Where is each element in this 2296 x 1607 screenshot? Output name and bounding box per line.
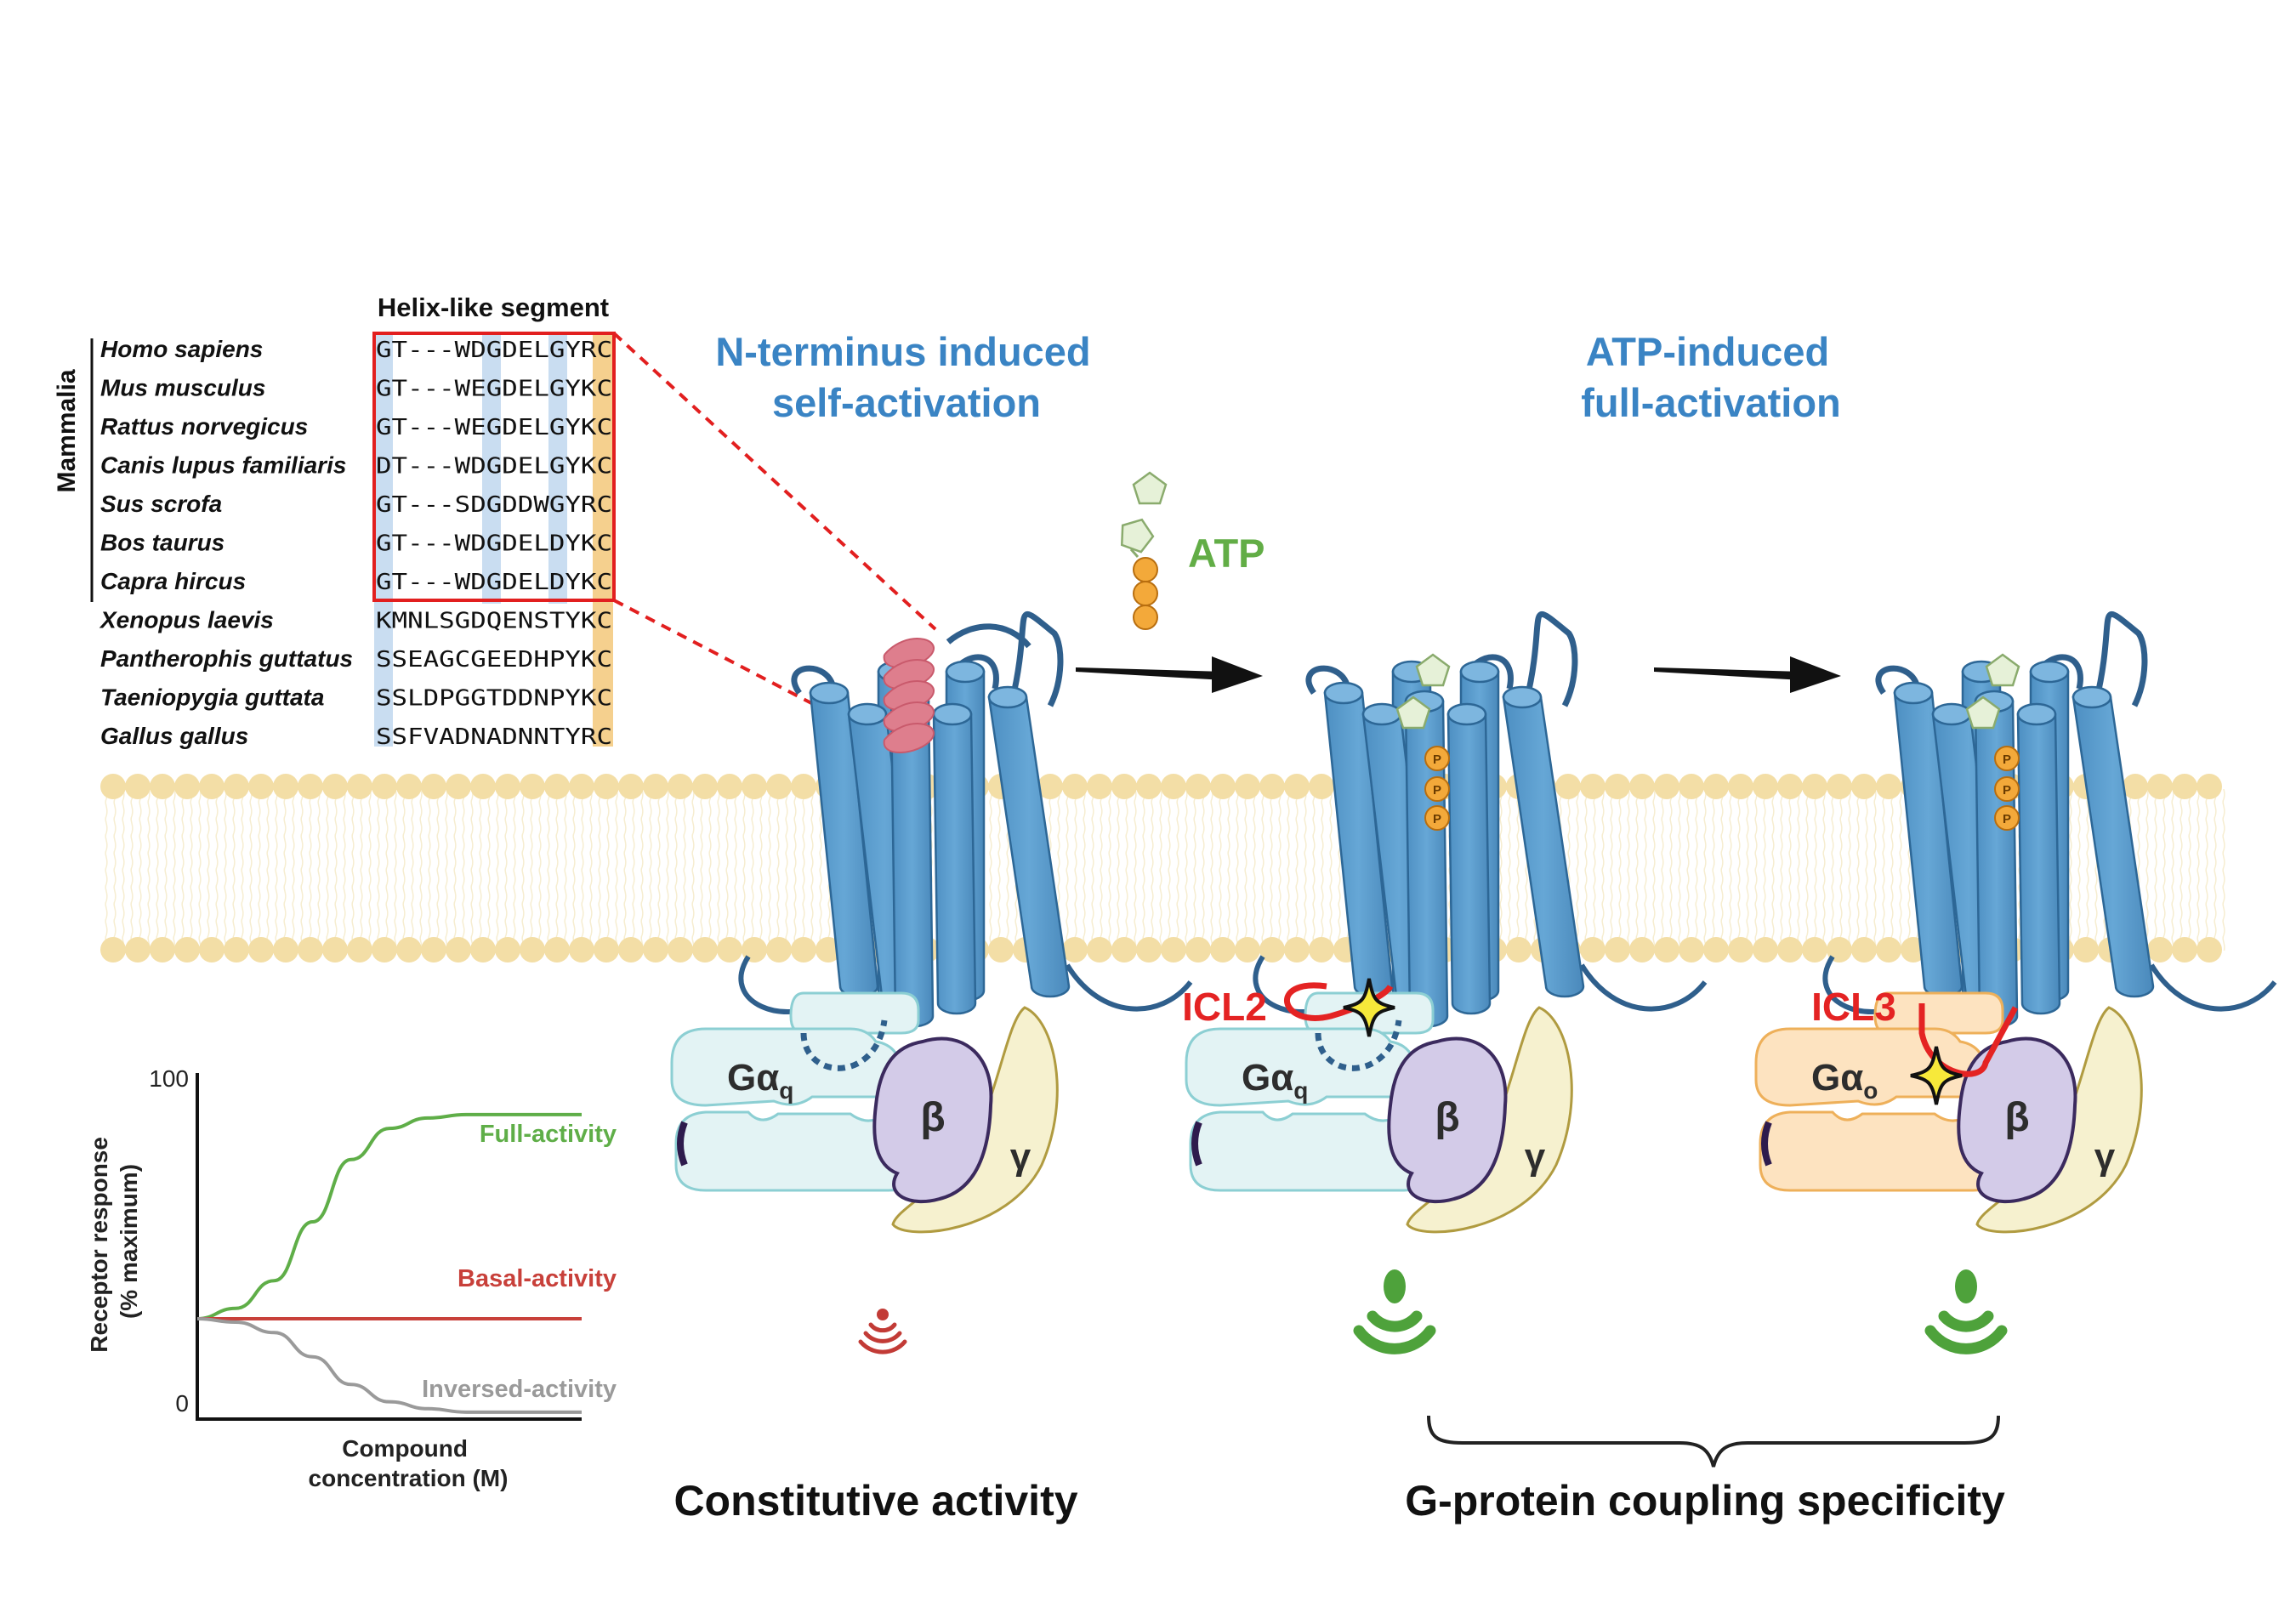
g-alpha-label: Gαo xyxy=(1811,1057,1878,1104)
coupling-specificity-brace xyxy=(1427,1415,2000,1468)
strong-signal-icon-gq xyxy=(1353,1269,1436,1354)
full-activation-title-line2: full-activation xyxy=(1581,380,1841,425)
zoom-line-bottom xyxy=(613,599,915,758)
sequence-text: GT---WDGDELGYRC xyxy=(376,338,612,363)
gamma-label: γ xyxy=(1010,1136,1031,1178)
series-label: Inversed-activity xyxy=(422,1376,617,1403)
alignment-header: Helix-like segment xyxy=(378,292,609,322)
conserved-column-3 xyxy=(548,332,567,604)
g-beta-subunit xyxy=(1957,1036,2077,1204)
strong-signal-icon-go xyxy=(1924,1269,2008,1354)
sequence-text: GT---WDGDELDYKC xyxy=(376,570,612,595)
helix-segment-box xyxy=(372,332,616,602)
icl3-label: ICL3 xyxy=(1811,985,1896,1029)
sequence-text: GT---WDGDELDYKC xyxy=(376,531,612,557)
phosphate-label: P xyxy=(2003,752,2011,767)
beta-label: β xyxy=(920,1095,945,1140)
species-name: Gallus gallus xyxy=(100,723,248,749)
g-alpha-label: Gαq xyxy=(727,1057,793,1104)
species-name: Bos taurus xyxy=(100,530,224,556)
zoom-line-top xyxy=(612,332,937,631)
bound-atp: PPP xyxy=(1965,653,2020,831)
g-beta-subunit xyxy=(1387,1036,1508,1204)
weak-signal-icon xyxy=(858,1309,907,1354)
arrow-to-full-activation xyxy=(1076,656,1263,693)
chart-ylabel: Receptor response (% maximum) xyxy=(86,1130,142,1352)
atp-molecule xyxy=(1115,471,1168,630)
species-name: Homo sapiens xyxy=(100,336,263,362)
atp-label: ATP xyxy=(1188,531,1265,576)
beta-label: β xyxy=(1435,1095,1459,1140)
chart-ytick-100: 100 xyxy=(149,1065,189,1092)
conserved-column-2 xyxy=(482,332,501,604)
phosphate-label: P xyxy=(2003,812,2011,826)
mammalia-label: Mammalia xyxy=(53,369,81,492)
full-activation-title-line1: ATP-induced xyxy=(1586,329,1829,374)
species-name: Canis lupus familiaris xyxy=(100,452,346,479)
species-name: Mus musculus xyxy=(100,375,265,401)
sequence-text: GT---WEGDELGYKC xyxy=(376,415,612,440)
series-line-inversed-activity xyxy=(196,1316,582,1414)
beta-label: β xyxy=(2004,1095,2029,1140)
sequence-text: GT---SDGDDWGYRC xyxy=(376,492,612,518)
receptor-self-activated: β γ Gαq xyxy=(670,610,1193,1234)
coupling-specificity-label: G-protein coupling specificity xyxy=(1405,1477,2005,1525)
species-name: Capra hircus xyxy=(100,568,246,594)
icl2-label: ICL2 xyxy=(1182,985,1267,1029)
sequence-alignment: Helix-like segment Mammalia Homo sapiens… xyxy=(53,292,937,758)
phosphate-label: P xyxy=(1433,752,1441,767)
phosphate-label: P xyxy=(1433,812,1441,826)
species-name: Rattus norvegicus xyxy=(100,413,308,440)
gamma-label: γ xyxy=(1525,1136,1546,1178)
phosphate-label: P xyxy=(1433,783,1441,798)
arrow-to-coupling-specificity xyxy=(1654,656,1841,693)
series-label: Full-activity xyxy=(480,1121,617,1148)
chart-xlabel: Compound concentration (M) xyxy=(309,1435,509,1491)
sequence-text: SSEAGCGEEDHPYKC xyxy=(376,647,612,673)
conserved-column-4 xyxy=(593,332,613,747)
species-name: Pantherophis guttatus xyxy=(100,645,353,672)
chart-ytick-0: 0 xyxy=(175,1390,189,1417)
series-line-full-activity xyxy=(196,1112,582,1320)
g-beta-subunit xyxy=(872,1036,993,1204)
species-name: Sus scrofa xyxy=(100,491,222,517)
sequence-text: SSFVADNADNNTYRC xyxy=(376,724,612,750)
series-label: Basal-activity xyxy=(457,1265,617,1292)
conserved-column-1 xyxy=(374,332,393,747)
sequence-text: GT---WEGDELGYKC xyxy=(376,377,612,402)
species-name: Taeniopygia guttata xyxy=(100,684,324,711)
species-name: Xenopus laevis xyxy=(99,607,274,633)
sequence-text: SSLDPGGTDDNPYKC xyxy=(376,686,612,712)
sequence-text: DT---WDGDELGYKC xyxy=(376,454,612,480)
g-alpha-label: Gαq xyxy=(1242,1057,1308,1104)
phosphate-label: P xyxy=(2003,783,2011,798)
constitutive-activity-label: Constitutive activity xyxy=(673,1477,1077,1525)
activation-star-icon xyxy=(1910,1046,1963,1105)
n-terminal-helix xyxy=(883,638,935,753)
self-activation-title-line2: self-activation xyxy=(772,380,1041,425)
sequence-text: KMNLSGDQENSTYKC xyxy=(376,609,612,634)
g-alpha-o-subunit xyxy=(1754,991,2004,1192)
gamma-label: γ xyxy=(2094,1136,2116,1178)
self-activation-title-line1: N-terminus induced xyxy=(715,329,1090,374)
bound-atp: PPP xyxy=(1395,653,1451,831)
activation-star-icon xyxy=(1343,978,1395,1037)
dose-response-chart: Receptor response (% maximum) 100 0 Full… xyxy=(86,1065,617,1491)
g-alpha-q-subunit xyxy=(1185,991,1435,1192)
